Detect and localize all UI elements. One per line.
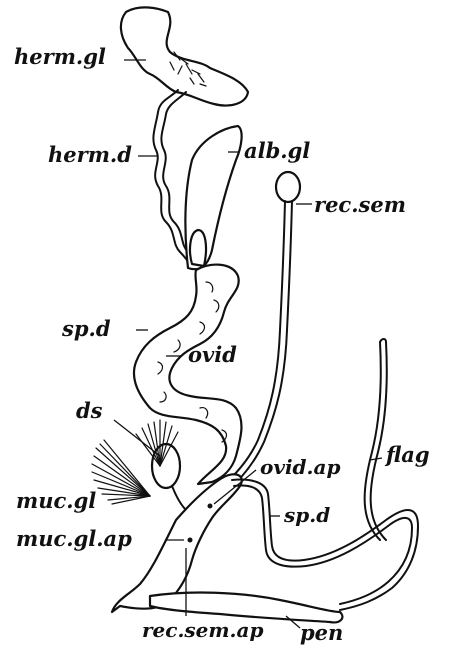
flagellum-tip xyxy=(380,339,386,342)
label-ds: ds xyxy=(76,398,103,423)
leader-ds xyxy=(114,420,160,456)
label-alb-gl: alb.gl xyxy=(244,138,310,163)
label-muc-gl-ap: muc.gl.ap xyxy=(16,526,132,551)
label-sp-d-upper: sp.d xyxy=(61,316,111,341)
ovid-aperture-dot xyxy=(208,504,213,509)
flagellum xyxy=(365,342,381,540)
sperm-duct-loop xyxy=(232,480,418,610)
hermaphrodite-duct-inner xyxy=(161,92,188,252)
hermaphrodite-gland xyxy=(121,7,248,105)
receptaculum-sac xyxy=(276,172,300,202)
label-sp-d-lower: sp.d xyxy=(283,503,330,527)
label-pen: pen xyxy=(300,620,343,645)
label-herm-gl: herm.gl xyxy=(14,44,106,69)
mucus-gland-left xyxy=(92,440,150,504)
dart-sac-neck xyxy=(172,486,186,510)
flagellum-inner xyxy=(371,342,387,540)
label-flag: flag xyxy=(384,442,430,467)
label-ovid: ovid xyxy=(188,342,237,367)
label-herm-d: herm.d xyxy=(48,142,132,167)
label-rec-sem: rec.sem xyxy=(314,192,406,217)
label-rec-sem-ap: rec.sem.ap xyxy=(142,618,263,642)
albumen-gland-loop xyxy=(190,230,206,266)
oviduct xyxy=(134,265,242,484)
muc-gl-aperture-dot xyxy=(188,538,193,543)
label-muc-gl: muc.gl xyxy=(16,488,96,513)
label-ovid-ap: ovid.ap xyxy=(260,455,340,479)
